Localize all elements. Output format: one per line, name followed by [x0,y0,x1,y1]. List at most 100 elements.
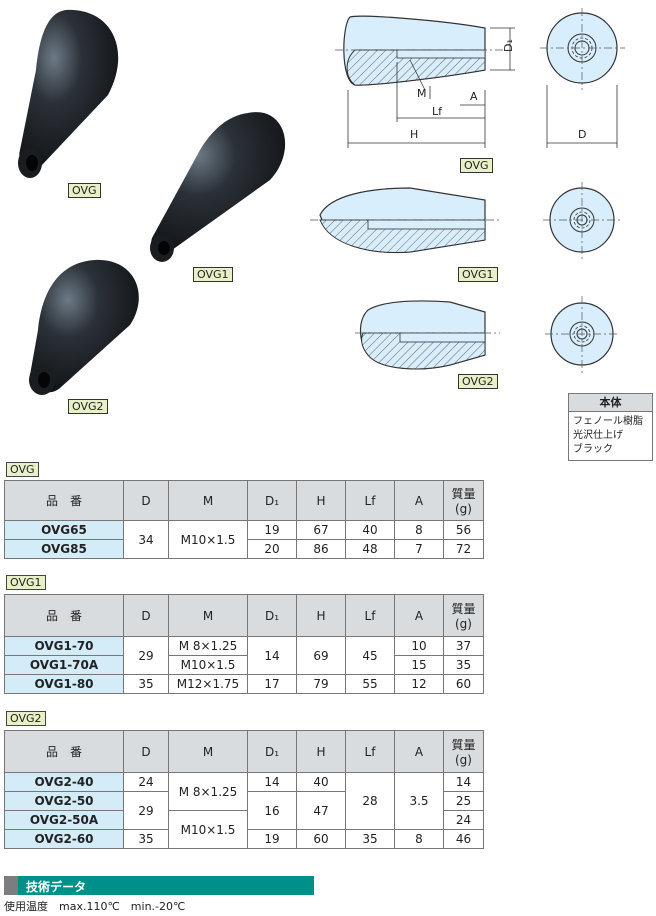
cell-m: M10×1.5 [168,810,248,849]
col-m: M [168,480,248,521]
cell-mass: 56 [443,520,484,540]
col-a: A [394,594,444,637]
cell-m: M 8×1.25 [168,772,248,811]
col-d: D [123,730,169,773]
cell-a: 12 [394,674,444,694]
col-a: A [394,730,444,773]
cell-mass: 25 [443,791,484,811]
cell-lf: 35 [345,829,395,849]
cell-d1: 14 [247,772,297,792]
technical-drawings: .body{fill:#d8eefc;stroke:#333;stroke-wi… [310,8,625,374]
cell-d: 35 [123,674,169,694]
model-cell: OVG1-70A [4,655,124,675]
cell-d1: 19 [247,829,297,849]
operating-temperature: 使用温度 max.110℃ min.-20℃ [4,900,186,913]
tech-data-bar: 技術データ [4,876,314,895]
section-tag-ovg2: OVG2 [6,711,46,726]
cell-mass: 14 [443,772,484,792]
table-row: OVG1-80 35 M12×1.75 17 79 55 12 60 [4,674,484,694]
model-cell: OVG2-60 [4,829,124,849]
photo-label-ovg2: OVG2 [68,399,108,414]
cell-mass: 72 [443,539,484,559]
cell-h: 67 [296,520,346,540]
ovg1-knob-photo [150,112,286,262]
cell-h: 47 [296,791,346,830]
cell-d1: 17 [247,674,297,694]
section-tag-ovg: OVG [6,462,39,477]
dim-label-a: A [470,90,478,103]
table-row: OVG2-60 35 19 60 35 8 46 [4,829,484,849]
col-h: H [296,480,346,521]
cell-lf: 45 [345,636,395,675]
cell-mass: 60 [443,674,484,694]
cell-h: 69 [296,636,346,675]
col-lf: Lf [345,594,395,637]
product-photos [18,9,286,395]
photo-label-ovg1: OVG1 [193,267,233,282]
ovg2-knob-photo [29,259,139,395]
cell-a: 3.5 [394,772,444,830]
ovg1-side-drawing [310,187,500,254]
drawing-label-ovg: OVG [460,158,493,173]
cell-lf: 28 [345,772,395,830]
tech-bar-marker [4,876,18,895]
col-d1: D₁ [247,594,297,637]
dim-label-h: H [410,128,418,141]
ovg2-side-drawing [355,300,500,370]
table-row: OVG2-50 29 16 47 25 [4,791,484,830]
drawing-label-ovg1: OVG1 [458,267,498,282]
col-part-no: 品 番 [4,480,124,521]
cell-lf: 48 [345,539,395,559]
cell-d: 34 [123,520,169,559]
cell-a: 15 [394,655,444,675]
material-line: ブラック [573,444,613,455]
col-lf: Lf [345,480,395,521]
material-line: 光沢仕上げ [573,430,623,441]
col-d: D [123,594,169,637]
spec-table-ovg2: 品 番 D M D₁ H Lf A 質量(g) OVG2-40 24 M 8×1… [4,730,484,849]
table-row: OVG1-70 29 M 8×1.25 14 69 45 10 37 [4,636,484,675]
cell-m: M10×1.5 [168,520,248,559]
cell-d: 35 [123,829,169,849]
dim-label-lf: Lf [432,105,443,118]
cell-m: M12×1.75 [168,674,248,694]
col-h: H [296,594,346,637]
table-row: OVG2-50A M10×1.5 24 [4,810,484,849]
cell-h: 60 [296,829,346,849]
tech-data-title: 技術データ [26,880,87,894]
dim-label-d1: D₁ [502,39,515,52]
cell-d: 29 [123,791,169,830]
dim-label-d: D [578,128,586,141]
cell-d1: 16 [247,791,297,830]
col-a: A [394,480,444,521]
ovg-side-drawing [335,15,515,148]
material-header: 本体 [569,394,652,412]
col-lf: Lf [345,730,395,773]
model-cell: OVG1-70 [4,636,124,656]
cell-mass: 37 [443,636,484,656]
material-box: 本体 フェノール樹脂 光沢仕上げ ブラック [568,393,653,461]
model-cell: OVG65 [4,520,124,540]
cell-a: 8 [394,520,444,540]
photo-label-ovg: OVG [68,183,101,198]
cell-lf: 40 [345,520,395,540]
col-m: M [168,730,248,773]
spec-table-ovg1: 品 番 D M D₁ H Lf A 質量(g) OVG1-70 29 M 8×1… [4,594,484,694]
dim-label-m: M [417,87,427,100]
cell-d1: 14 [247,636,297,675]
col-mass: 質量(g) [443,480,484,521]
col-d1: D₁ [247,730,297,773]
ovg2-end-drawing [545,296,620,374]
cell-m: M10×1.5 [168,655,248,675]
col-d: D [123,480,169,521]
section-tag-ovg1: OVG1 [6,575,46,590]
cell-h: 40 [296,772,346,792]
col-h: H [296,730,346,773]
table-row: OVG1-70A M10×1.5 15 35 [4,655,484,675]
ovg-end-drawing [540,8,625,148]
ovg-knob-photo [18,9,119,178]
cell-mass: 24 [443,810,484,830]
cell-a: 7 [394,539,444,559]
ovg1-end-drawing [543,182,622,260]
cell-d1: 20 [247,539,297,559]
